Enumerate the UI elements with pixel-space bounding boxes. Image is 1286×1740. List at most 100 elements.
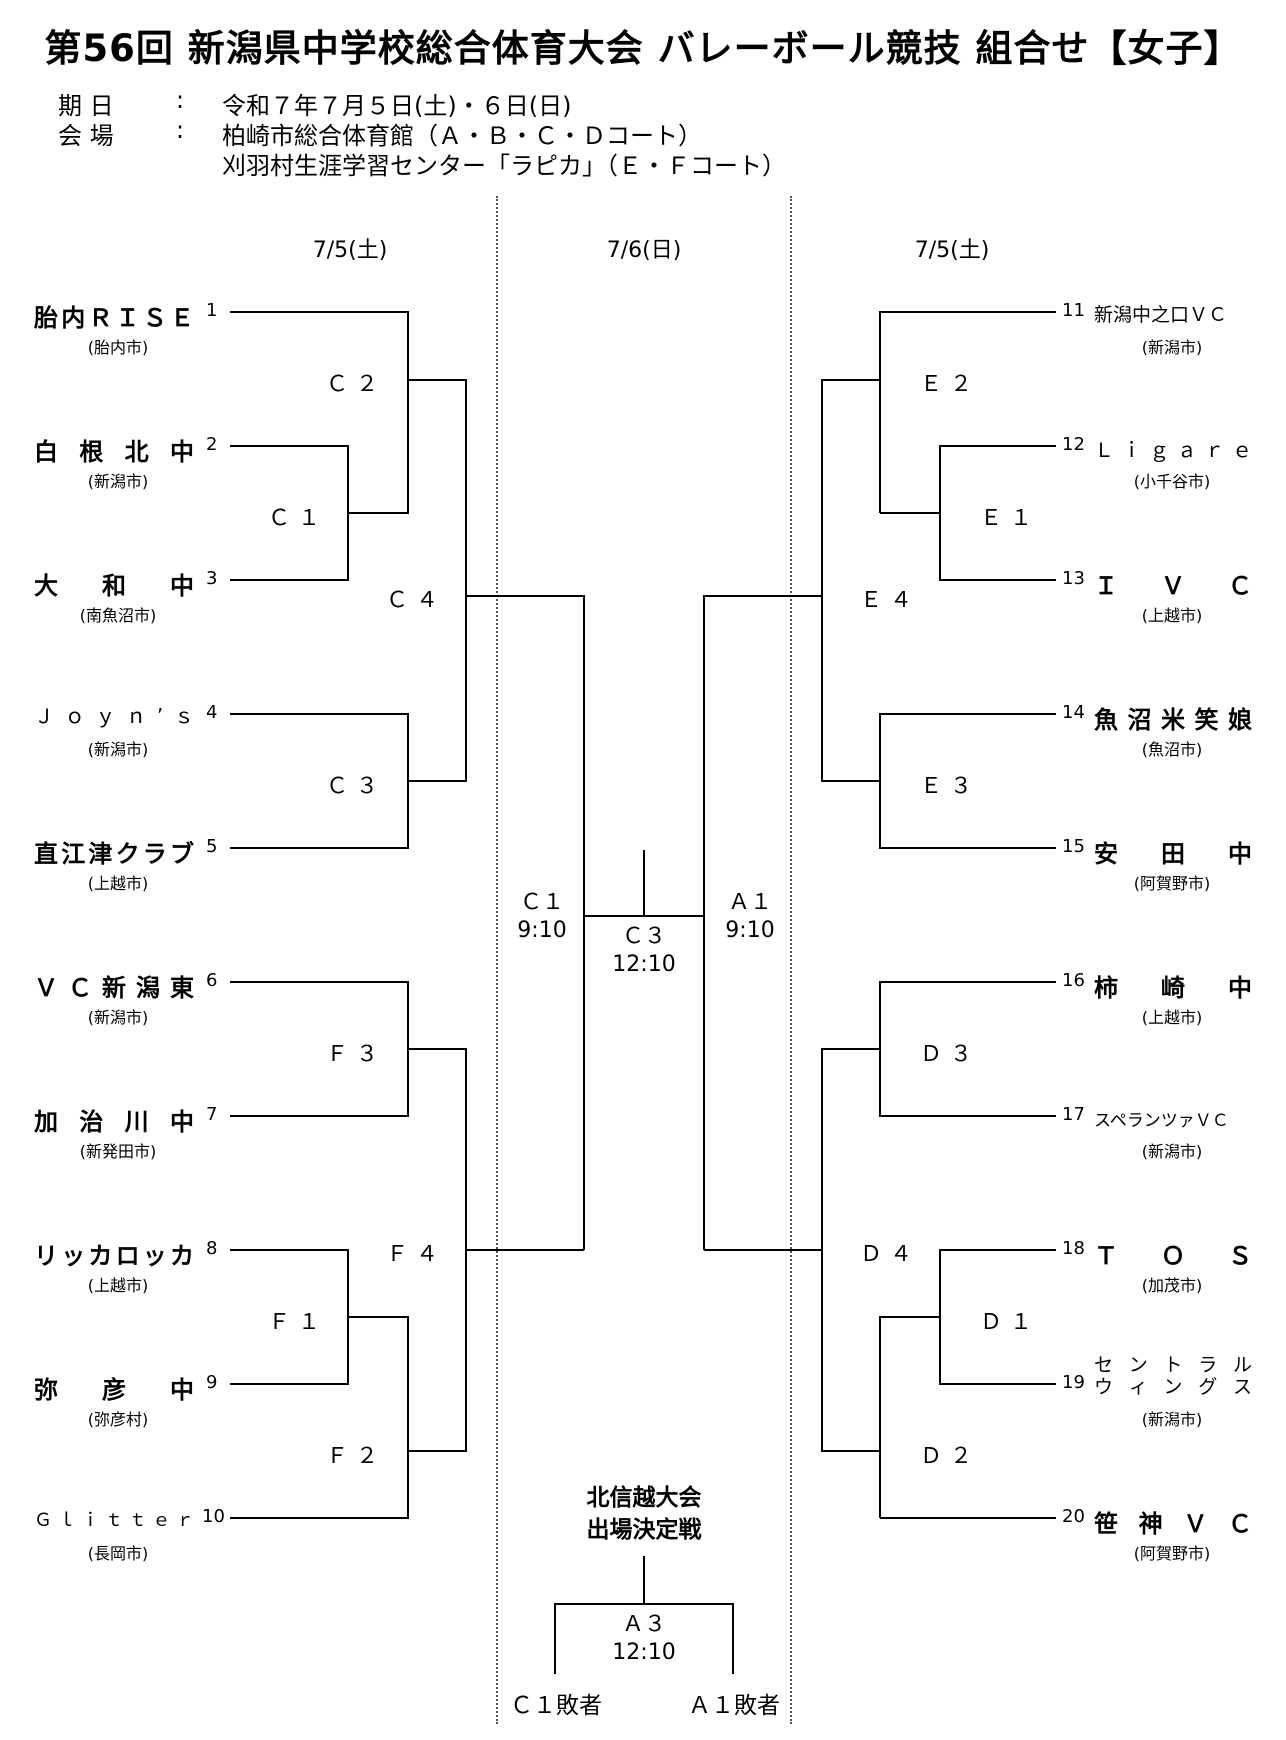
final-time: 12:10 [612,952,676,977]
semi-left-time: 9:10 [517,918,567,943]
team-city: (新潟市) [87,1008,149,1027]
match-label: Ｄ３ [920,1042,981,1067]
date-sep: : [176,86,185,114]
day-header-right: 7/5(土) [914,238,990,263]
semi-left-label: Ｃ１ [519,890,564,915]
team-city: (新発田市) [79,1142,157,1161]
match-label: Ｆ３ [326,1042,387,1067]
team-city: (小千谷市) [1133,472,1211,491]
page-title: 第56回 新潟県中学校総合体育大会 バレーボール競技 組合せ【女子】 [44,27,1242,70]
playoff-label: Ａ３ [621,1612,666,1637]
match-label: Ｆ１ [268,1310,329,1335]
team-name: 柿崎中 [1094,974,1252,1002]
venue-value-2: 刈羽村生涯学習センター「ラピカ」（Ｅ・Ｆコート） [222,152,786,180]
match-label: Ｃ１ [268,506,329,531]
team-name-line2: ウィングス [1094,1376,1252,1398]
team-name: 新潟中之口ＶＣ [1094,304,1228,326]
playoff-title-2: 出場決定戦 [586,1517,702,1543]
playoff-title-1: 北信越大会 [586,1485,702,1511]
team-name: Ｇｌｉｔｔｅｒ [34,1510,194,1531]
line-playoff [554,1603,734,1674]
match-label: Ｄ２ [920,1444,981,1469]
line-d1-to-d2 [879,1316,940,1518]
line-f1-to-f2 [348,1316,409,1451]
playoff-left-team: Ｃ１敗者 [510,1693,602,1719]
team-city: (上越市) [87,1276,149,1295]
team-name: 白根北中 [34,438,194,466]
match-label: Ｆ４ [386,1242,447,1267]
team-city: (新潟市) [87,472,149,491]
team-number: 5 [206,836,218,857]
day-header-center: 7/6(日) [606,238,682,263]
venue-label: 会 場 [58,122,114,150]
line-team-11 [879,311,1056,513]
team-city: (長岡市) [87,1544,149,1563]
team-name: 胎内ＲＩＳＥ [34,304,194,332]
semi-right-time: 9:10 [725,918,775,943]
team-number: 10 [202,1506,225,1527]
team-number: 11 [1062,300,1085,321]
team-number: 19 [1062,1372,1085,1393]
team-name: 直江津クラブ [34,840,194,868]
team-name: 加治川中 [34,1108,194,1136]
team-number: 17 [1062,1104,1085,1125]
team-number: 2 [206,434,218,455]
team-name: スペランツァＶＣ [1094,1111,1229,1131]
match-label: Ｃ３ [326,774,387,799]
team-number: 6 [206,970,218,991]
line-f2-to-f4 [408,1250,467,1452]
match-label: Ｄ４ [860,1242,921,1267]
team-name: Ｌｉｇａｒｅ [1094,438,1252,462]
team-name: リッカロッカ [34,1242,194,1270]
match-label: Ｅ１ [980,506,1041,531]
line-d2-to-d4 [821,1250,880,1452]
team-name: 笹神ＶＣ [1094,1510,1252,1538]
team-number: 16 [1062,970,1085,991]
day-divider-left [496,196,498,1724]
team-city: (胎内市) [87,338,149,357]
team-name: 大和中 [34,572,194,600]
team-name: 魚沼米笑娘 [1094,706,1252,734]
team-number: 20 [1062,1506,1085,1527]
team-name: Ｊｏｙｎ’ｓ [34,704,194,728]
team-number: 8 [206,1238,218,1259]
team-name: 安田中 [1094,840,1252,868]
final-label: Ｃ３ [621,924,666,949]
line-e2-to-e4 [821,379,880,596]
team-name: ＴＯＳ [1094,1242,1252,1270]
team-city: (上越市) [1141,606,1203,625]
team-city: (弥彦村) [87,1410,149,1429]
match-label: Ｅ２ [920,372,981,397]
playoff-time: 12:10 [612,1640,676,1665]
venue-sep: : [176,116,185,144]
team-city: (阿賀野市) [1133,1544,1211,1563]
team-city: (新潟市) [87,740,149,759]
team-number: 15 [1062,836,1085,857]
semi-right-label: Ａ１ [727,890,772,915]
team-number: 9 [206,1372,218,1393]
team-city: (加茂市) [1141,1276,1203,1295]
team-city: (新潟市) [1141,1410,1203,1429]
team-number: 1 [206,300,218,321]
playoff-right-team: Ａ１敗者 [688,1693,780,1719]
team-city: (上越市) [1141,1008,1203,1027]
team-number: 7 [206,1104,218,1125]
line-c3-to-c4 [408,596,467,782]
team-city: (阿賀野市) [1133,874,1211,893]
line-e4-to-semi [703,595,822,1250]
date-label: 期 日 [58,92,114,120]
team-name: ＶＣ新潟東 [34,974,194,1002]
line-c1-to-c2 [348,380,409,514]
team-name-line1: セントラル [1094,1354,1252,1376]
match-label: Ｆ２ [326,1444,387,1469]
team-name: ＩＶＣ [1094,572,1252,600]
match-label: Ｃ２ [326,372,387,397]
line-c2-to-c4 [408,379,467,596]
team-city: (南魚沼市) [79,606,157,625]
line-f3-to-f4 [408,1048,467,1250]
date-value: 令和７年７月５日(土)・６日(日) [222,92,572,120]
team-number: 3 [206,568,218,589]
day-divider-right [790,196,792,1724]
team-city: (上越市) [87,874,149,893]
